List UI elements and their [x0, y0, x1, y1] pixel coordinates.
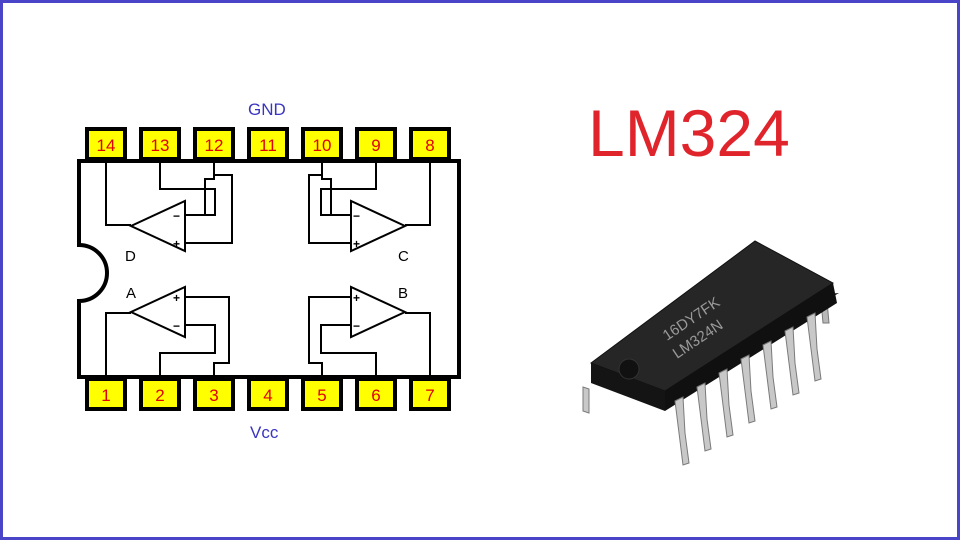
svg-text:9: 9: [371, 136, 380, 155]
pin-4: 4: [247, 377, 289, 411]
svg-text:10: 10: [313, 136, 332, 155]
op-amp-c: − + C: [350, 199, 409, 265]
pin-8: 8: [409, 127, 451, 161]
amp-d-label: D: [125, 248, 136, 265]
svg-text:7: 7: [425, 386, 434, 405]
internal-wiring: [105, 161, 431, 377]
vcc-label: Vcc: [250, 423, 279, 442]
svg-text:6: 6: [371, 386, 380, 405]
plus-sign: +: [173, 237, 180, 251]
plus-sign: +: [173, 291, 180, 305]
ic-body-outline: [77, 159, 461, 379]
svg-text:3: 3: [209, 386, 218, 405]
plus-sign: +: [353, 291, 360, 305]
pin-1: 1: [85, 377, 127, 411]
minus-sign: −: [353, 209, 360, 223]
svg-text:11: 11: [259, 136, 277, 155]
top-pin-row: 14 13 12 11 10 9 8: [85, 127, 451, 161]
pin-5: 5: [301, 377, 343, 411]
amp-b-label: B: [398, 285, 408, 302]
pin-11: 11: [247, 127, 289, 161]
pin-14: 14: [85, 127, 127, 161]
svg-text:13: 13: [151, 136, 170, 155]
svg-text:12: 12: [205, 136, 224, 155]
svg-text:4: 4: [263, 386, 272, 405]
pin-12: 12: [193, 127, 235, 161]
pinout-diagram: GND Vcc 14 13 12 11 10 9 8 1 2 3 4 5 6 7: [77, 100, 839, 466]
svg-text:2: 2: [155, 386, 164, 405]
amp-c-label: C: [398, 248, 409, 265]
svg-text:1: 1: [101, 386, 110, 405]
minus-sign: −: [353, 319, 360, 333]
pin-10: 10: [301, 127, 343, 161]
svg-text:14: 14: [97, 136, 116, 155]
amp-a-label: A: [126, 285, 136, 302]
pin-6: 6: [355, 377, 397, 411]
gnd-label: GND: [248, 100, 286, 119]
bottom-pin-row: 1 2 3 4 5 6 7: [85, 377, 451, 411]
op-amp-b: + − B: [350, 285, 408, 339]
pin-2: 2: [139, 377, 181, 411]
op-amp-d: − + D: [125, 199, 186, 265]
svg-text:5: 5: [317, 386, 326, 405]
minus-sign: −: [173, 319, 180, 333]
svg-text:8: 8: [425, 136, 434, 155]
pin-9: 9: [355, 127, 397, 161]
minus-sign: −: [173, 209, 180, 223]
lm324-chip-photo: 16DY7FK LM324N: [582, 240, 839, 466]
plus-sign: +: [353, 237, 360, 251]
op-amp-a: + − A: [126, 285, 186, 339]
chip-title: LM324: [588, 96, 790, 170]
pin-3: 3: [193, 377, 235, 411]
pin-13: 13: [139, 127, 181, 161]
pin-7: 7: [409, 377, 451, 411]
